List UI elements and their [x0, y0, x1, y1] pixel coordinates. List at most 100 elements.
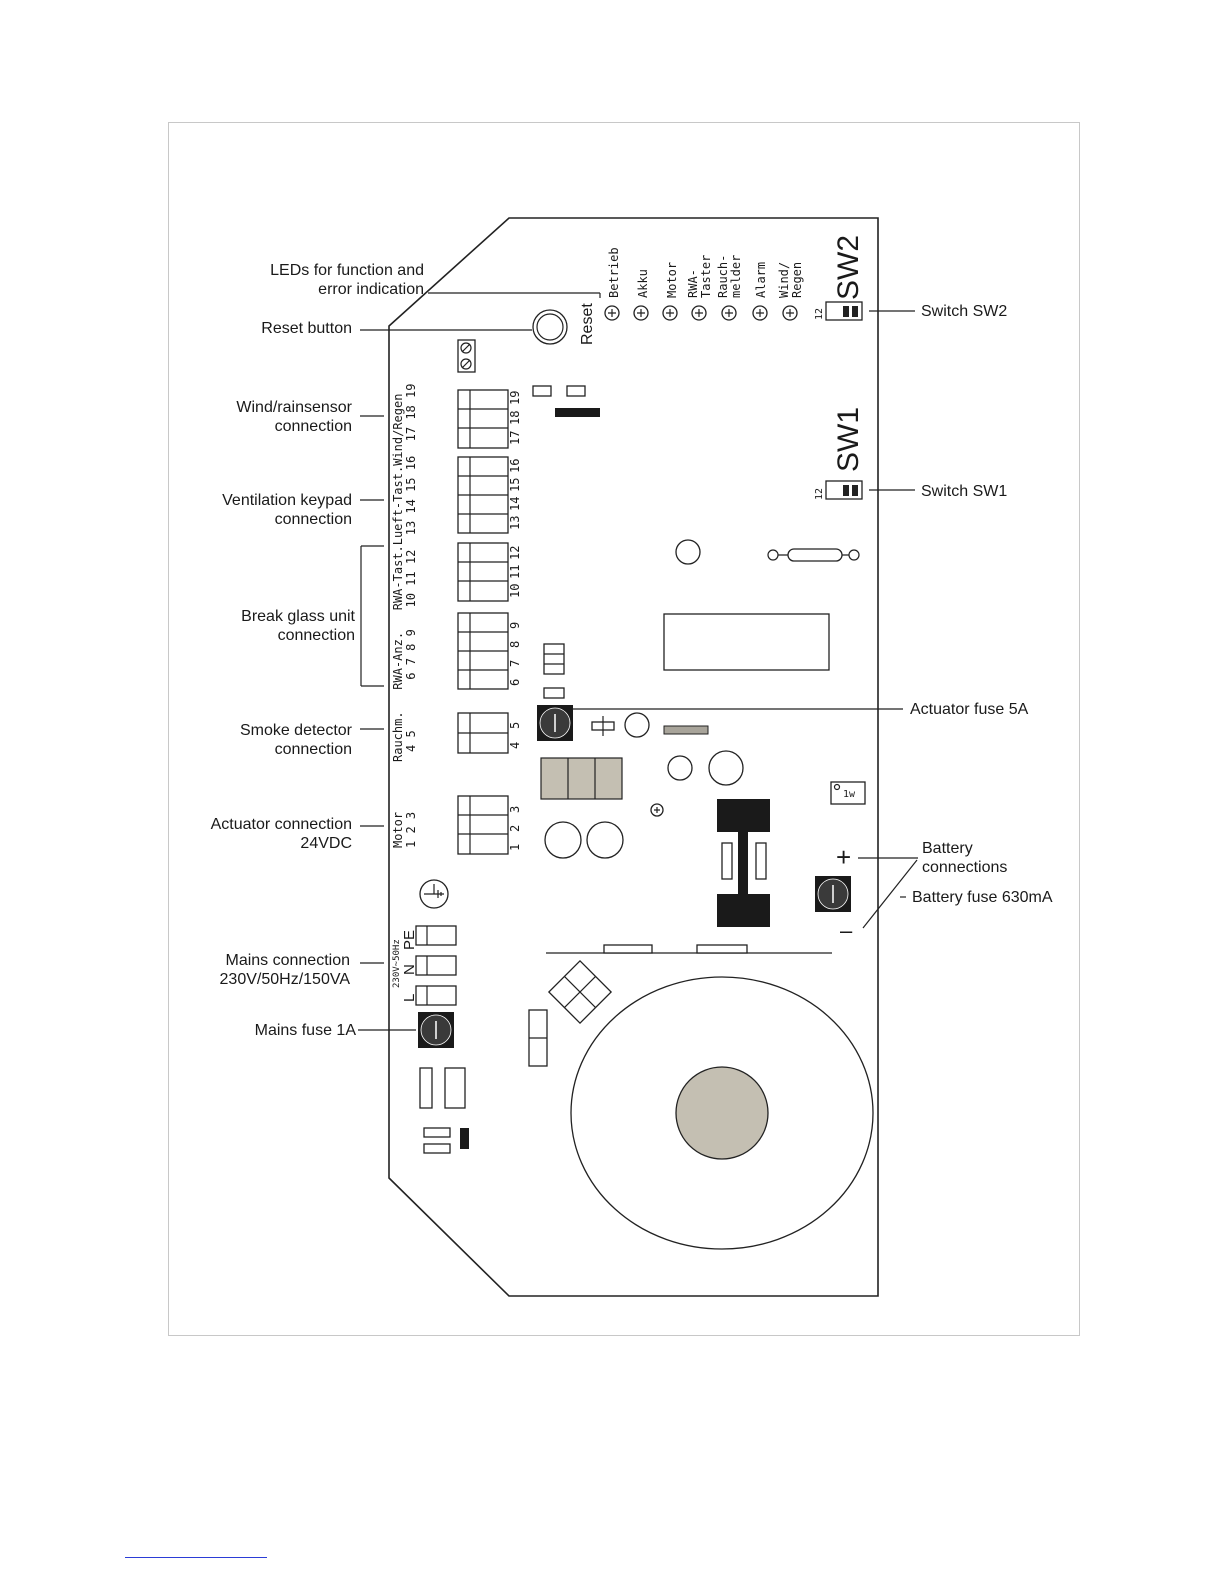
callout-sw2: Switch SW2	[921, 303, 1007, 320]
terminal-wind[interactable]	[457, 389, 509, 449]
term-num-4: 4	[508, 742, 522, 749]
led-label-motor: Motor	[665, 262, 679, 298]
callout-mains-fuse: Mains fuse 1A	[255, 1022, 357, 1039]
reset-button-shape[interactable]	[532, 309, 568, 345]
callout-leds-1: LEDs for function and	[270, 262, 424, 279]
led-label-rwa-2: Taster	[699, 255, 713, 298]
battery-minus: –	[840, 918, 853, 943]
term-num-6: 6	[508, 679, 522, 686]
led-akku: Akku	[633, 269, 650, 321]
callout-wind-2: connection	[275, 418, 352, 435]
term-num-17: 17	[508, 431, 522, 445]
terminal-smoke[interactable]	[457, 712, 509, 754]
led-label-rauch-1: Rauch-	[716, 255, 730, 298]
battery-plus: +	[836, 842, 851, 872]
sw2-dip-1	[843, 306, 849, 317]
callout-battery-fuse: Battery fuse 630mA	[912, 889, 1053, 906]
callouts-left: LEDs for function and error indication R…	[211, 262, 424, 1039]
reset-button-inner	[536, 313, 564, 341]
board-sw2-label: SW2	[832, 235, 865, 300]
leader-lines	[358, 292, 918, 1031]
terminal-break[interactable]	[457, 542, 509, 602]
small-led	[650, 803, 664, 817]
mains-term-pe: PE	[401, 930, 418, 950]
callout-reset: Reset button	[261, 320, 352, 337]
term-num-19: 19	[508, 391, 522, 405]
rectifier-block	[540, 757, 623, 800]
motor-label-row2: 1 2 3	[404, 812, 418, 848]
callout-battery-1: Battery	[922, 840, 973, 857]
led-rauchmelder: Rauch- melder	[716, 255, 743, 321]
term-num-10: 10	[508, 584, 522, 598]
term-num-8: 8	[508, 641, 522, 648]
relay-rect	[663, 613, 830, 671]
callout-actuator-1: Actuator connection	[211, 816, 352, 833]
resistor-grey	[663, 725, 709, 735]
mains-terminals[interactable]	[415, 925, 457, 1006]
board-sw1-label: SW1	[832, 407, 865, 472]
callout-battery-2: connections	[922, 859, 1007, 876]
led-alarm: Alarm	[752, 262, 768, 321]
motor-label-row1: Motor	[391, 812, 405, 848]
callouts-right: Switch SW2 Switch SW1 Actuator fuse 5A B…	[910, 303, 1053, 906]
term-num-9: 9	[508, 622, 522, 629]
transistor-stack	[543, 643, 565, 699]
term-num-13: 13	[508, 516, 522, 530]
capacitor-d	[586, 821, 624, 859]
callout-smoke-1: Smoke detector	[240, 722, 353, 739]
led-label-alarm: Alarm	[754, 262, 768, 298]
sw1-dip-1	[843, 485, 849, 496]
terminal-motor[interactable]	[457, 795, 509, 855]
term-num-18: 18	[508, 411, 522, 425]
callout-actuator-fuse: Actuator fuse 5A	[910, 701, 1029, 718]
callout-break-2: connection	[278, 627, 355, 644]
led-label-wind-1: Wind/	[777, 262, 791, 298]
capacitor-mid	[624, 712, 650, 738]
term-num-15: 15	[508, 478, 522, 492]
mains-term-n: N	[401, 964, 418, 975]
terminal-label-row2: 4 5 6 7 8 9 10 11 12 13 14 15 16 17 18 1…	[404, 384, 418, 752]
led-motor: Motor	[662, 262, 679, 321]
capacitor-c	[544, 821, 582, 859]
part-black	[460, 1128, 469, 1149]
led-label-akku: Akku	[636, 269, 650, 298]
relay-mark: 1w	[843, 789, 856, 800]
callout-vent-1: Ventilation keypad	[222, 492, 352, 509]
part-h2	[423, 1143, 451, 1154]
led-wind-regen: Wind/ Regen	[777, 262, 804, 321]
resistor-black	[555, 408, 600, 417]
tab-1	[603, 944, 653, 954]
callout-smoke-2: connection	[275, 741, 352, 758]
led-label-rwa-1: RWA-	[686, 269, 700, 298]
callout-sw1: Switch SW1	[921, 483, 1007, 500]
capacitor-a	[667, 755, 693, 781]
sw2-pins: 12	[814, 308, 825, 320]
terminal-vent[interactable]	[457, 456, 509, 534]
sw1-pins: 12	[814, 488, 825, 500]
callout-leds-2: error indication	[318, 281, 424, 298]
mains-term-l: L	[401, 994, 418, 1002]
led-betrieb: Betrieb	[604, 247, 621, 321]
terminal-anz[interactable]	[457, 612, 509, 690]
term-num-5: 5	[508, 722, 522, 729]
callout-actuator-2: 24VDC	[300, 835, 352, 852]
callout-wind-1: Wind/rainsensor	[236, 399, 352, 416]
led-row: Betrieb Akku Motor RWA- Taster Rauch- me…	[604, 247, 804, 321]
led-label-betrieb: Betrieb	[607, 247, 621, 298]
footer-rule	[125, 1557, 267, 1558]
capacitor-b	[708, 750, 744, 786]
term-num-1: 1	[508, 844, 522, 851]
led-label-rauch-2: melder	[729, 255, 743, 298]
sw2-dip-2	[852, 306, 858, 317]
term-num-16: 16	[508, 459, 522, 473]
screw-block	[457, 339, 476, 373]
sw1-dip-2	[852, 485, 858, 496]
led-rwa-taster: RWA- Taster	[686, 255, 713, 321]
transformer-core	[675, 1066, 769, 1160]
terminal-label-row1: Rauchm. RWA-Anz. RWA-Tast.Lueft-Tast.Win…	[391, 394, 405, 762]
term-num-11: 11	[508, 565, 522, 579]
term-num-12: 12	[508, 546, 522, 560]
bridge-diamond	[547, 959, 613, 1025]
smd-part-2	[566, 385, 586, 397]
